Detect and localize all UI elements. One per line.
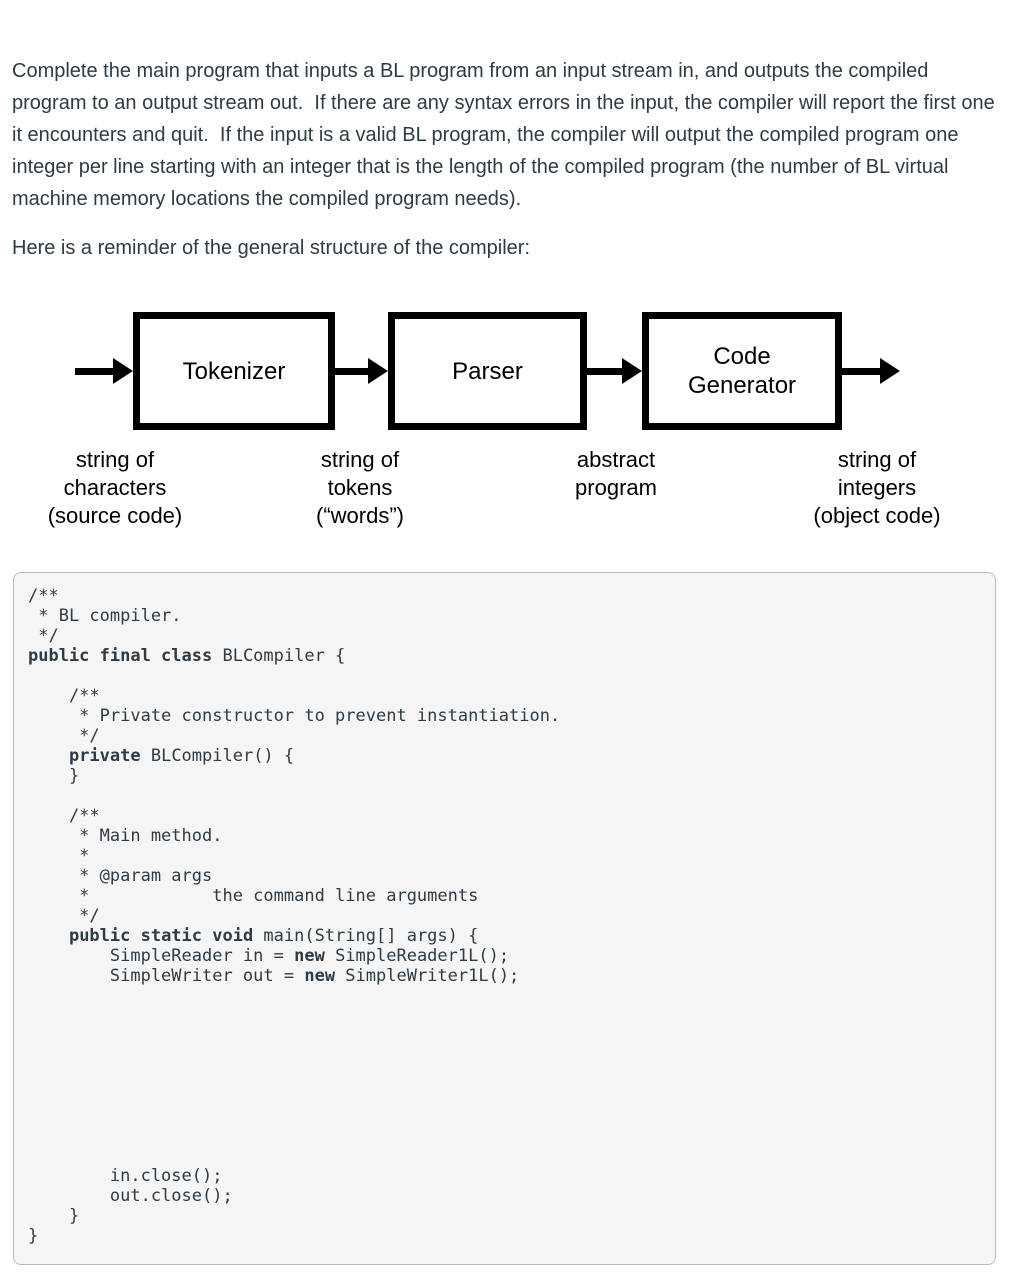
code-block: /** * BL compiler. */ public final class… <box>13 572 996 1265</box>
parser-to-codegen-arrow <box>587 358 642 384</box>
arrow-shaft <box>335 367 368 375</box>
abstract-program-label: abstract program <box>575 447 657 500</box>
arrowhead-icon <box>113 358 133 384</box>
parser-box: Parser <box>388 312 587 430</box>
object-code-label: string of integers (object code) <box>813 447 941 528</box>
input-flow-arrow <box>75 358 133 384</box>
output-flow-arrow <box>842 358 900 384</box>
source-code-label: string of characters (source code) <box>47 447 183 528</box>
tokenizer-box: Tokenizer <box>133 312 335 430</box>
code-block-pre: /** * BL compiler. */ public final class… <box>28 586 561 1246</box>
arrow-shaft <box>587 367 622 375</box>
tokens-label: string of tokens (“words”) <box>316 447 404 528</box>
arrowhead-icon <box>622 358 642 384</box>
arrowhead-icon <box>880 358 900 384</box>
arrow-shaft <box>75 367 113 375</box>
intro-paragraph: Complete the main program that inputs a … <box>12 60 1001 210</box>
code-generator-box: Code Generator <box>642 312 842 430</box>
arrowhead-icon <box>368 358 388 384</box>
tokenizer-to-parser-arrow <box>335 358 388 384</box>
compiler-structure-diagram: Tokenizer Parser Code Generator string o… <box>0 0 1010 560</box>
arrow-shaft <box>842 367 880 375</box>
reminder-paragraph: Here is a reminder of the general struct… <box>12 237 531 259</box>
